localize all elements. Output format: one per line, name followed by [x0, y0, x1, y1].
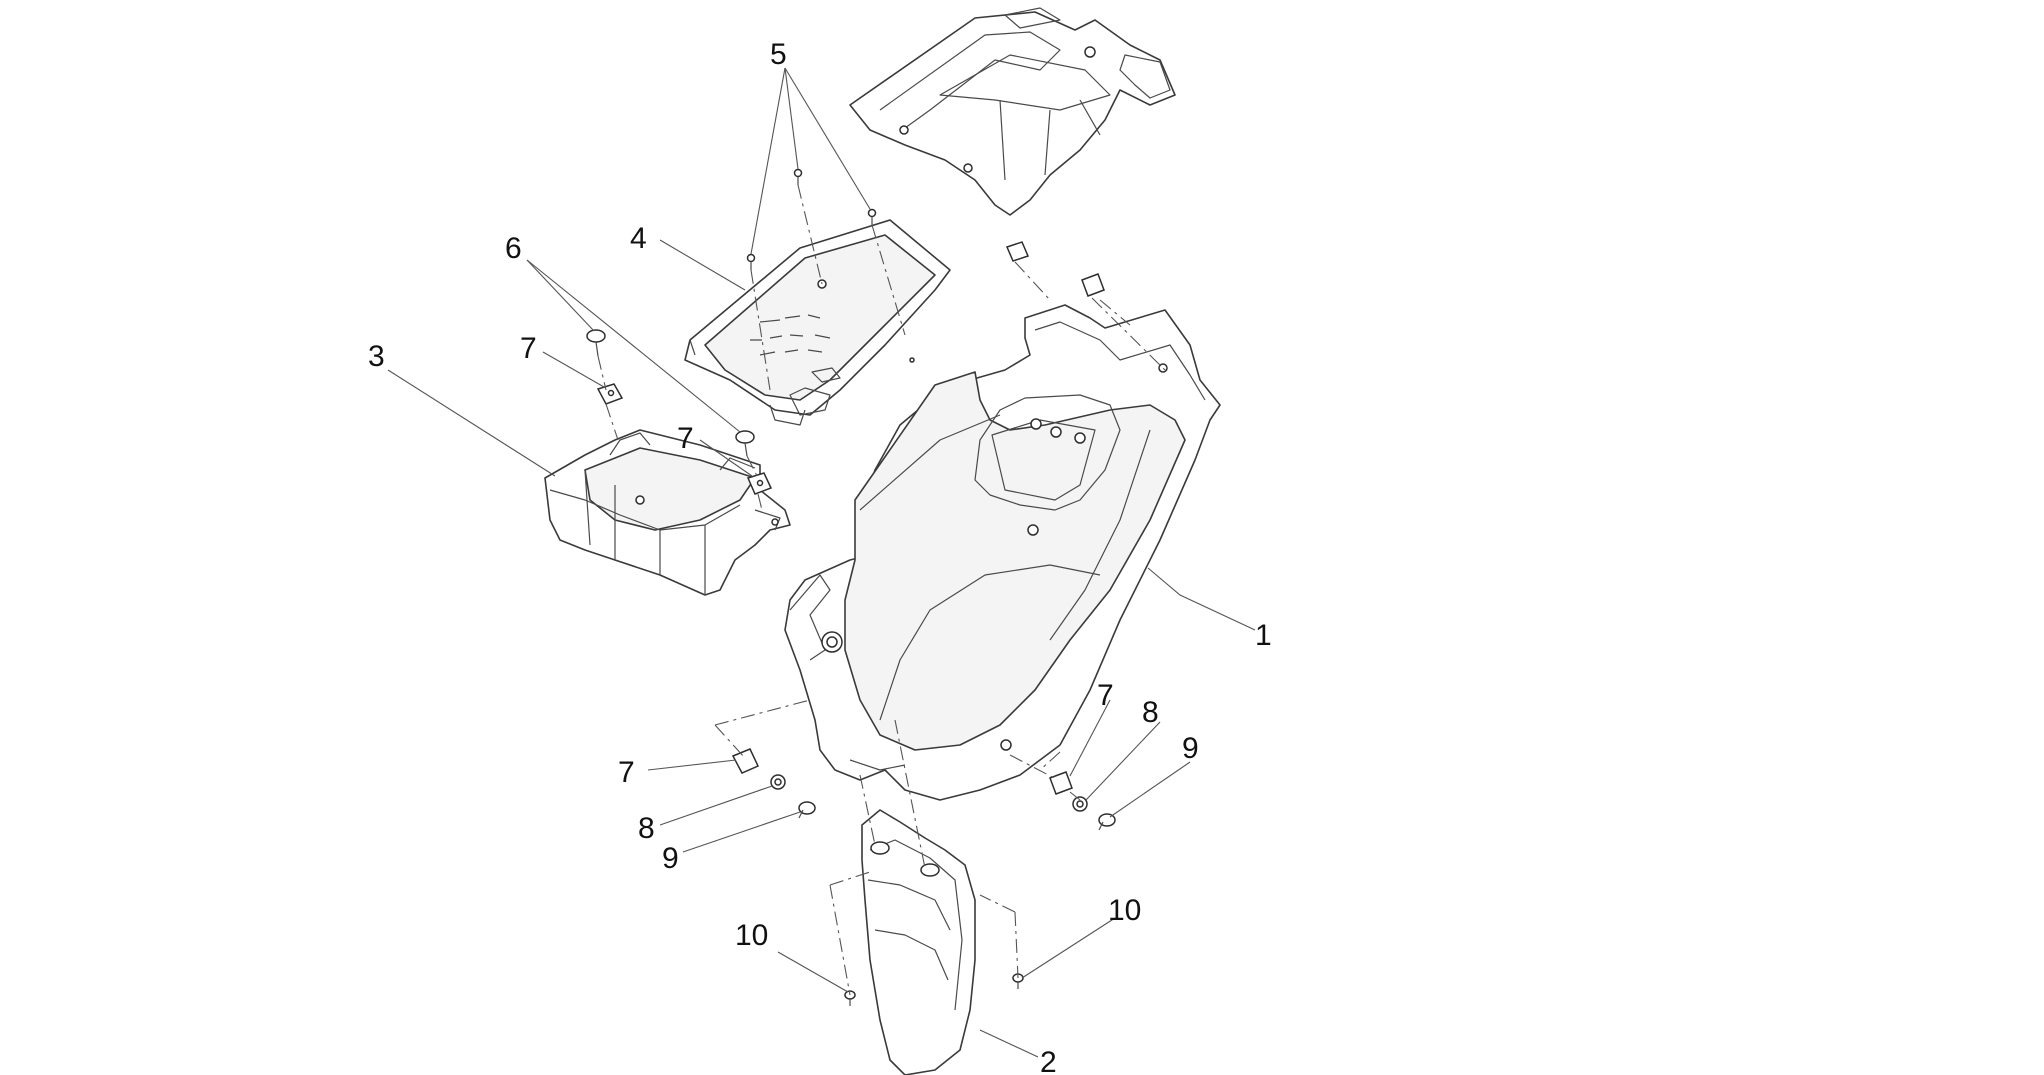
- washer-8-b: [1072, 796, 1088, 812]
- part-4-tray: [684, 219, 951, 426]
- callout-8-a: 8: [638, 812, 655, 845]
- callout-7-a: 7: [520, 332, 537, 365]
- part-2-rear-hugger: [861, 809, 976, 1075]
- callout-10-b: 10: [1108, 894, 1141, 927]
- callout-10-a: 10: [735, 919, 768, 952]
- screw-6-a: [586, 329, 606, 357]
- screw-5-a: [746, 253, 756, 270]
- bolt-9-b: [1098, 813, 1116, 831]
- clip-7-d: [1049, 771, 1073, 795]
- clip-7-e: [1005, 241, 1030, 262]
- callout-4: 4: [630, 222, 647, 255]
- clip-7-a: [596, 383, 624, 405]
- callout-6: 6: [505, 232, 522, 265]
- callout-7-d: 7: [1097, 679, 1114, 712]
- callout-9-a: 9: [662, 842, 679, 875]
- rear-frame-bracket: [849, 7, 1176, 216]
- clip-7-f: [1081, 273, 1105, 297]
- callouts: 1 2 3 4 5 6 7 7 7 7 8 8 9 9 10 10: [368, 38, 1272, 1075]
- assembly-lines: [597, 184, 1166, 996]
- callout-2: 2: [1040, 1046, 1057, 1075]
- clip-7-b: [746, 472, 773, 495]
- clip-7-c: [731, 748, 760, 774]
- part-1-rear-mudguard: [784, 304, 1221, 801]
- screw-5-b: [793, 168, 803, 185]
- screw-6-b: [735, 430, 755, 457]
- callout-3: 3: [368, 340, 385, 373]
- callout-8-b: 8: [1142, 696, 1159, 729]
- callout-7-c: 7: [618, 756, 635, 789]
- callout-1: 1: [1255, 619, 1272, 652]
- leader-lines: [387, 67, 1256, 1058]
- part-3-battery-box: [544, 429, 791, 596]
- washer-8-a: [770, 774, 786, 790]
- callout-9-b: 9: [1182, 732, 1199, 765]
- callout-7-b: 7: [677, 422, 694, 455]
- callout-5: 5: [770, 38, 787, 71]
- screw-5-c: [867, 208, 877, 225]
- hardware: [586, 168, 1116, 1006]
- bolt-9-a: [798, 801, 816, 819]
